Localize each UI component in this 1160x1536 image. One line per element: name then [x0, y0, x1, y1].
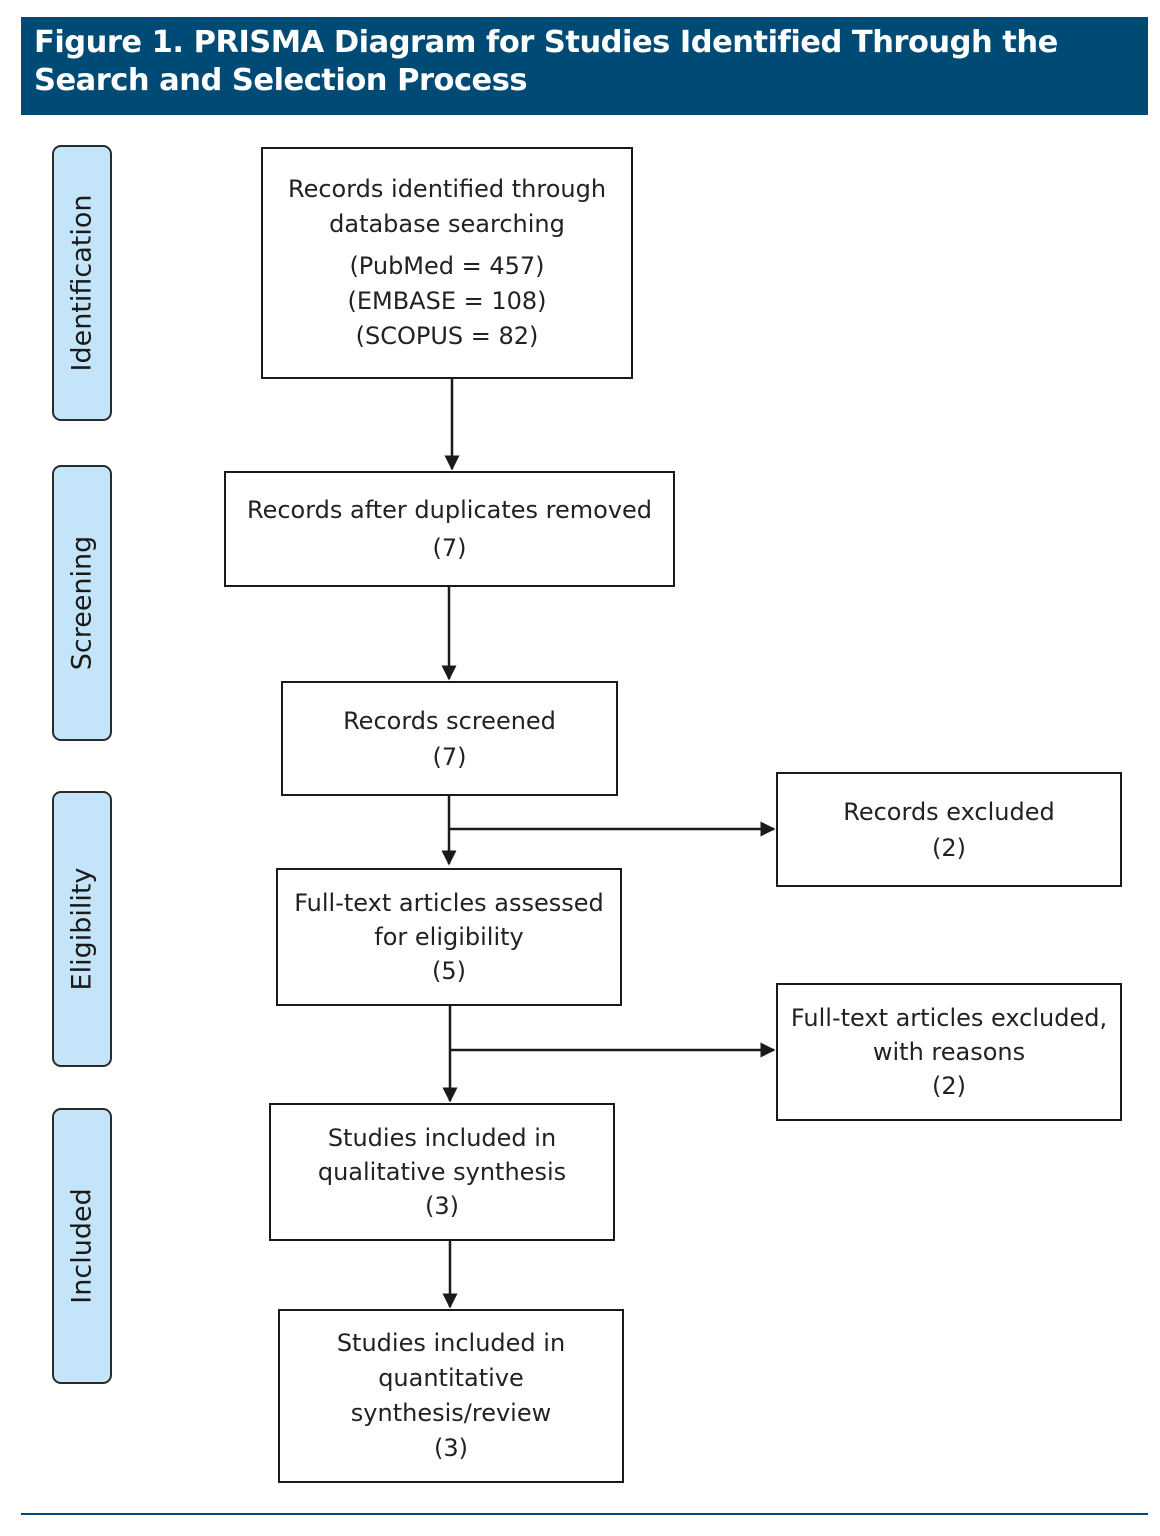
box-records-excluded-label: Records excluded: [843, 797, 1055, 826]
box-records-screened: Records screened (7): [281, 681, 618, 796]
box-qualitative-synthesis-line1: Studies included in: [327, 1124, 557, 1152]
box-fulltext-assessed-count: (5): [432, 957, 466, 985]
box-records-screened-label: Records screened: [343, 706, 556, 735]
box-duplicates-removed: Records after duplicates removed (7): [224, 471, 675, 587]
box-records-identified-scopus: (SCOPUS = 82): [355, 322, 539, 350]
figure-title: Figure 1. PRISMA Diagram for Studies Ide…: [21, 17, 1148, 115]
box-records-identified-pubmed: (PubMed = 457): [349, 252, 545, 280]
box-quantitative-synthesis-line1: Studies included in: [336, 1329, 566, 1357]
box-duplicates-removed-label: Records after duplicates removed: [246, 496, 653, 524]
box-records-identified-embase: (EMBASE = 108): [347, 287, 547, 315]
box-fulltext-excluded-line2: with reasons: [872, 1038, 1026, 1066]
box-qualitative-synthesis-count: (3): [425, 1192, 459, 1220]
box-quantitative-synthesis: Studies included in quantitative synthes…: [278, 1309, 624, 1483]
box-qualitative-synthesis-line2: qualitative synthesis: [317, 1158, 567, 1186]
box-records-excluded: Records excluded (2): [776, 772, 1122, 887]
box-quantitative-synthesis-count: (3): [434, 1434, 468, 1462]
box-fulltext-assessed-line2: for eligibility: [374, 923, 524, 951]
stage-screening: Screening: [52, 465, 112, 741]
stage-identification: Identification: [52, 145, 112, 421]
box-records-identified-line1: Records identified through: [287, 175, 607, 203]
stage-included: Included: [52, 1108, 112, 1384]
box-quantitative-synthesis-line2: quantitative: [378, 1364, 524, 1392]
box-fulltext-excluded-count: (2): [932, 1072, 966, 1100]
box-fulltext-assessed-line1: Full-text articles assessed: [294, 889, 604, 917]
box-duplicates-removed-count: (7): [432, 534, 467, 562]
box-records-screened-count: (7): [432, 742, 467, 771]
box-records-identified-line2: database searching: [329, 210, 565, 238]
box-fulltext-excluded: Full-text articles excluded, with reason…: [776, 983, 1122, 1121]
box-records-excluded-count: (2): [932, 833, 966, 862]
stage-eligibility: Eligibility: [52, 791, 112, 1067]
box-quantitative-synthesis-line3: synthesis/review: [350, 1399, 552, 1427]
box-fulltext-assessed: Full-text articles assessed for eligibil…: [276, 868, 622, 1006]
footer-rule: [21, 1513, 1148, 1515]
box-qualitative-synthesis: Studies included in qualitative synthesi…: [269, 1103, 615, 1241]
box-records-identified: Records identified through database sear…: [261, 147, 633, 379]
box-fulltext-excluded-line1: Full-text articles excluded,: [790, 1004, 1108, 1032]
